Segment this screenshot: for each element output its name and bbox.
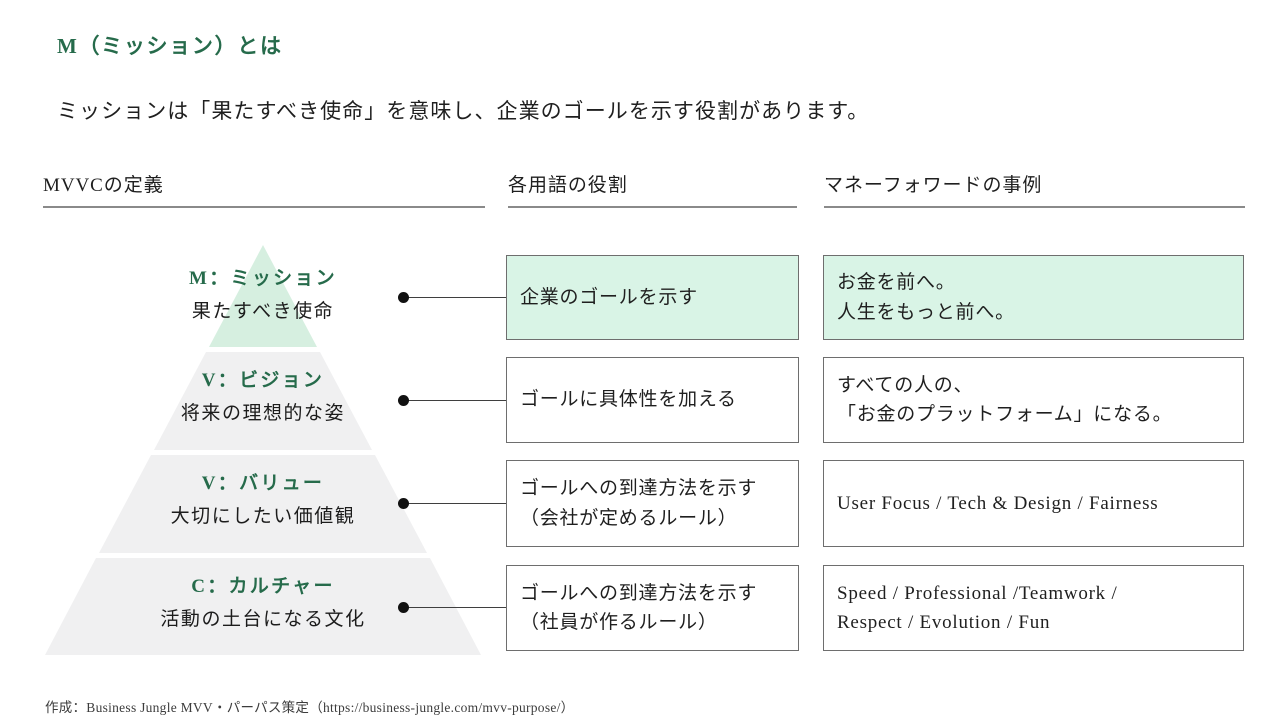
example-text: すべての人の、 「お金のプラットフォーム」になる。 [837,374,1173,425]
pyramid-graphic [45,245,481,655]
pyramid-level-desc: 大切にしたい価値観 [170,506,356,527]
attribution-text: 作成：Business Jungle MVV・パーパス策定（https://bu… [45,700,575,715]
role-box-culture: ゴールへの到達方法を示す （社員が作るルール） [506,565,799,651]
pyramid-level-label: C：カルチャー [191,576,335,597]
pyramid-level-mission-shape [209,245,317,347]
role-text: 企業のゴールを示す [520,286,698,308]
pyramid-level-desc: 活動の土台になる文化 [160,609,366,630]
pyramid-level-value: V：バリュー 大切にしたい価値観 [171,467,356,533]
connector-dot [398,602,409,613]
role-text: ゴールへの到達方法を示す （会社が定めるルール） [520,478,758,529]
role-box-mission: 企業のゴールを示す [506,255,799,340]
example-box-vision: すべての人の、 「お金のプラットフォーム」になる。 [823,357,1244,443]
pyramid-level-desc: 果たすべき使命 [191,301,335,322]
pyramid-level-label: V：バリュー [201,473,325,494]
connector-dot [398,498,409,509]
column-header-example: マネーフォワードの事例 [824,170,1245,208]
role-box-value: ゴールへの到達方法を示す （会社が定めるルール） [506,460,799,547]
pyramid-level-vision: V：ビジョン 将来の理想的な姿 [181,364,345,430]
pyramid-level-value-shape [99,455,427,553]
pyramid-level-label: M：ミッション [189,268,337,289]
pyramid-level-mission: M：ミッション 果たすべき使命 [189,262,337,328]
example-box-mission: お金を前へ。 人生をもっと前へ。 [823,255,1244,340]
connector-dot [398,395,409,406]
pyramid-level-culture-shape [45,558,481,655]
pyramid-level-label: V：ビジョン [201,370,325,391]
connector-line [403,297,506,298]
page-subtitle: ミッションは「果たすべき使命」を意味し、企業のゴールを示す役割があります。 [57,99,870,123]
connector-line [403,607,506,608]
example-text: Speed / Professional /Teamwork / Respect… [837,582,1118,633]
pyramid-level-vision-shape [154,352,372,450]
connector-line [403,400,506,401]
example-box-culture: Speed / Professional /Teamwork / Respect… [823,565,1244,651]
pyramid-level-culture: C：カルチャー 活動の土台になる文化 [160,570,365,636]
role-box-vision: ゴールに具体性を加える [506,357,799,443]
example-box-value: User Focus / Tech & Design / Fairness [823,460,1244,547]
connector-dot [398,292,409,303]
role-text: ゴールに具体性を加える [520,389,737,411]
page-title: M（ミッション）とは [57,34,283,58]
connector-line [403,503,506,504]
example-text: User Focus / Tech & Design / Fairness [837,492,1159,514]
example-text: お金を前へ。 人生をもっと前へ。 [837,272,1015,323]
role-text: ゴールへの到達方法を示す （社員が作るルール） [520,582,758,633]
pyramid-level-desc: 将来の理想的な姿 [180,403,346,424]
column-header-role: 各用語の役割 [508,170,797,208]
column-header-definition: MVVCの定義 [43,170,485,208]
